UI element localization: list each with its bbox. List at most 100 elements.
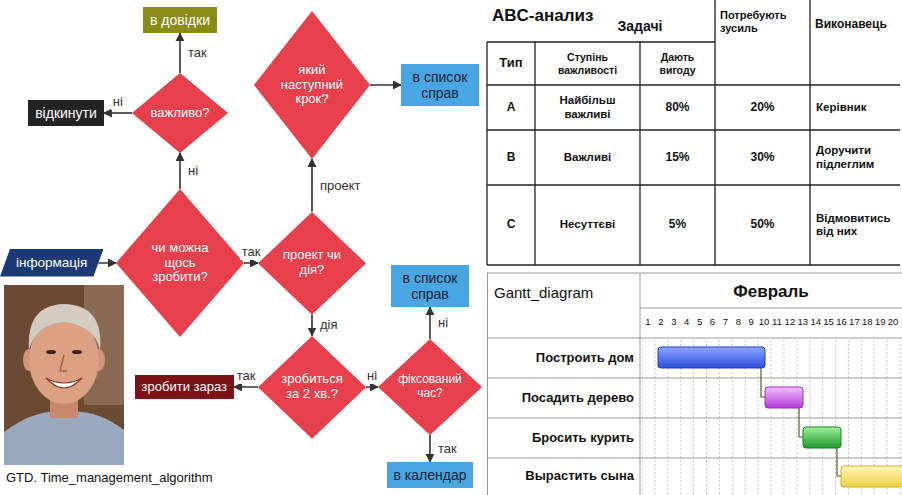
- edge-label: проект: [318, 178, 363, 194]
- grid-line: [640, 308, 902, 309]
- task-name: Посадить дерево: [490, 378, 636, 418]
- day-number: 16: [835, 313, 849, 331]
- node-text: проект чи дія?: [279, 248, 346, 278]
- grid-line: [809, 0, 810, 265]
- shirt: [4, 411, 124, 465]
- gantt-bar: [803, 427, 841, 448]
- task-name: Вырастить сына: [490, 458, 636, 495]
- decision-diamond: який наступний крок?: [254, 11, 370, 159]
- portrait-photo: [4, 285, 124, 465]
- dependency-line: [761, 368, 765, 397]
- edge-label: так: [235, 368, 258, 384]
- table-cell: C: [487, 185, 535, 265]
- grid-line: [487, 338, 902, 339]
- node-text: в календар: [394, 467, 467, 483]
- grid-line: [487, 84, 900, 85]
- node-label: в список справ: [398, 270, 462, 302]
- table-cell: Несуттєві: [537, 185, 638, 265]
- node-text: зробиться за 2 хв.?: [279, 372, 346, 402]
- edge-label: ні: [365, 368, 379, 384]
- task-name: Бросить курить: [490, 418, 636, 458]
- node-text: фіксований час?: [398, 373, 462, 401]
- flow-arrow: [179, 153, 181, 189]
- terminal-box: в довідки: [143, 7, 217, 33]
- flow-arrow: [244, 262, 258, 264]
- table-cell: Важливі: [537, 130, 638, 185]
- flow-arrow: [366, 386, 378, 388]
- table-cell: Доручити підлеглим: [814, 130, 898, 185]
- diamond-outline: [258, 212, 366, 315]
- parallelogram-outline: [0, 249, 103, 277]
- day-grid: [642, 338, 902, 495]
- edge-label: ні: [436, 315, 450, 331]
- flow-arrow: [429, 435, 431, 462]
- decision-diamond: чи можна щось зробити?: [116, 189, 244, 337]
- table-cell: 50%: [715, 185, 810, 265]
- task-name: Построить дом: [490, 338, 636, 378]
- eye: [46, 350, 56, 354]
- chart-heading: Февраль: [640, 276, 902, 308]
- table-cell: 15%: [640, 130, 715, 185]
- node-text: інформація: [16, 255, 87, 271]
- flow-arrow: [311, 314, 313, 335]
- table-cell: Ступінь важливості: [535, 42, 640, 85]
- node-text: зробити зараз: [142, 380, 227, 395]
- day-number: 5: [693, 313, 707, 331]
- node-text: відкинути: [35, 105, 97, 121]
- flow-arrow: [104, 112, 132, 114]
- eye: [72, 350, 82, 354]
- day-number: 15: [822, 313, 836, 331]
- grid-line: [487, 378, 902, 379]
- day-number: 9: [744, 313, 758, 331]
- diamond-outline: [254, 11, 370, 159]
- table-cell: Задачі: [590, 14, 690, 38]
- input-parallelogram: інформація: [0, 249, 103, 277]
- nose: [60, 355, 67, 371]
- diamond-outline: [132, 73, 228, 153]
- day-number: 4: [680, 313, 694, 331]
- grid-line: [487, 184, 900, 185]
- node-label: важливо?: [150, 106, 210, 121]
- table-cell: A: [487, 85, 535, 130]
- table-cell: Дають вигоду: [640, 42, 715, 85]
- table-cell: 20%: [715, 85, 810, 130]
- decision-diamond: важливо?: [132, 73, 228, 153]
- edge-label: так: [240, 244, 263, 260]
- node-label: відкинути: [35, 105, 97, 121]
- node-label: в список справ: [408, 69, 472, 101]
- node-text: який наступний крок?: [276, 63, 348, 108]
- decision-diamond: проект чи дія?: [258, 212, 366, 315]
- node-label: який наступний крок?: [276, 63, 348, 108]
- diamond-outline: [258, 336, 366, 439]
- flow-arrow: [234, 386, 258, 388]
- table-cell: Відмовитись від них: [814, 185, 898, 265]
- photo-background: [4, 285, 124, 465]
- edge-label: так: [186, 45, 209, 61]
- flow-arrow: [179, 33, 181, 73]
- edge-label: ні: [186, 163, 200, 179]
- gantt-bar: [658, 347, 765, 368]
- grid-line: [534, 42, 535, 265]
- day-number: 1: [641, 313, 655, 331]
- gantt-bar: [765, 387, 803, 408]
- node-label: проект чи дія?: [279, 248, 346, 278]
- day-number: 10: [757, 313, 771, 331]
- table-cell: Керівник: [814, 85, 898, 130]
- day-number: 6: [706, 313, 720, 331]
- node-label: інформація: [16, 255, 87, 271]
- table-grid: [487, 0, 900, 265]
- day-number: 7: [718, 313, 732, 331]
- edge-label: дія: [318, 317, 340, 333]
- hair: [29, 304, 101, 350]
- table-cell: 5%: [640, 185, 715, 265]
- chart-heading: Gantt_diagram: [492, 278, 637, 308]
- day-number: 14: [809, 313, 823, 331]
- day-number: 8: [731, 313, 745, 331]
- decision-diamond: фіксований час?: [378, 339, 482, 435]
- diamond-outline: [116, 189, 244, 337]
- table-cell: 30%: [715, 130, 810, 185]
- node-text: в довідки: [150, 12, 210, 28]
- day-number: 13: [796, 313, 810, 331]
- node-text: важливо?: [150, 106, 210, 121]
- node-label: чи можна щось зробити?: [140, 241, 219, 286]
